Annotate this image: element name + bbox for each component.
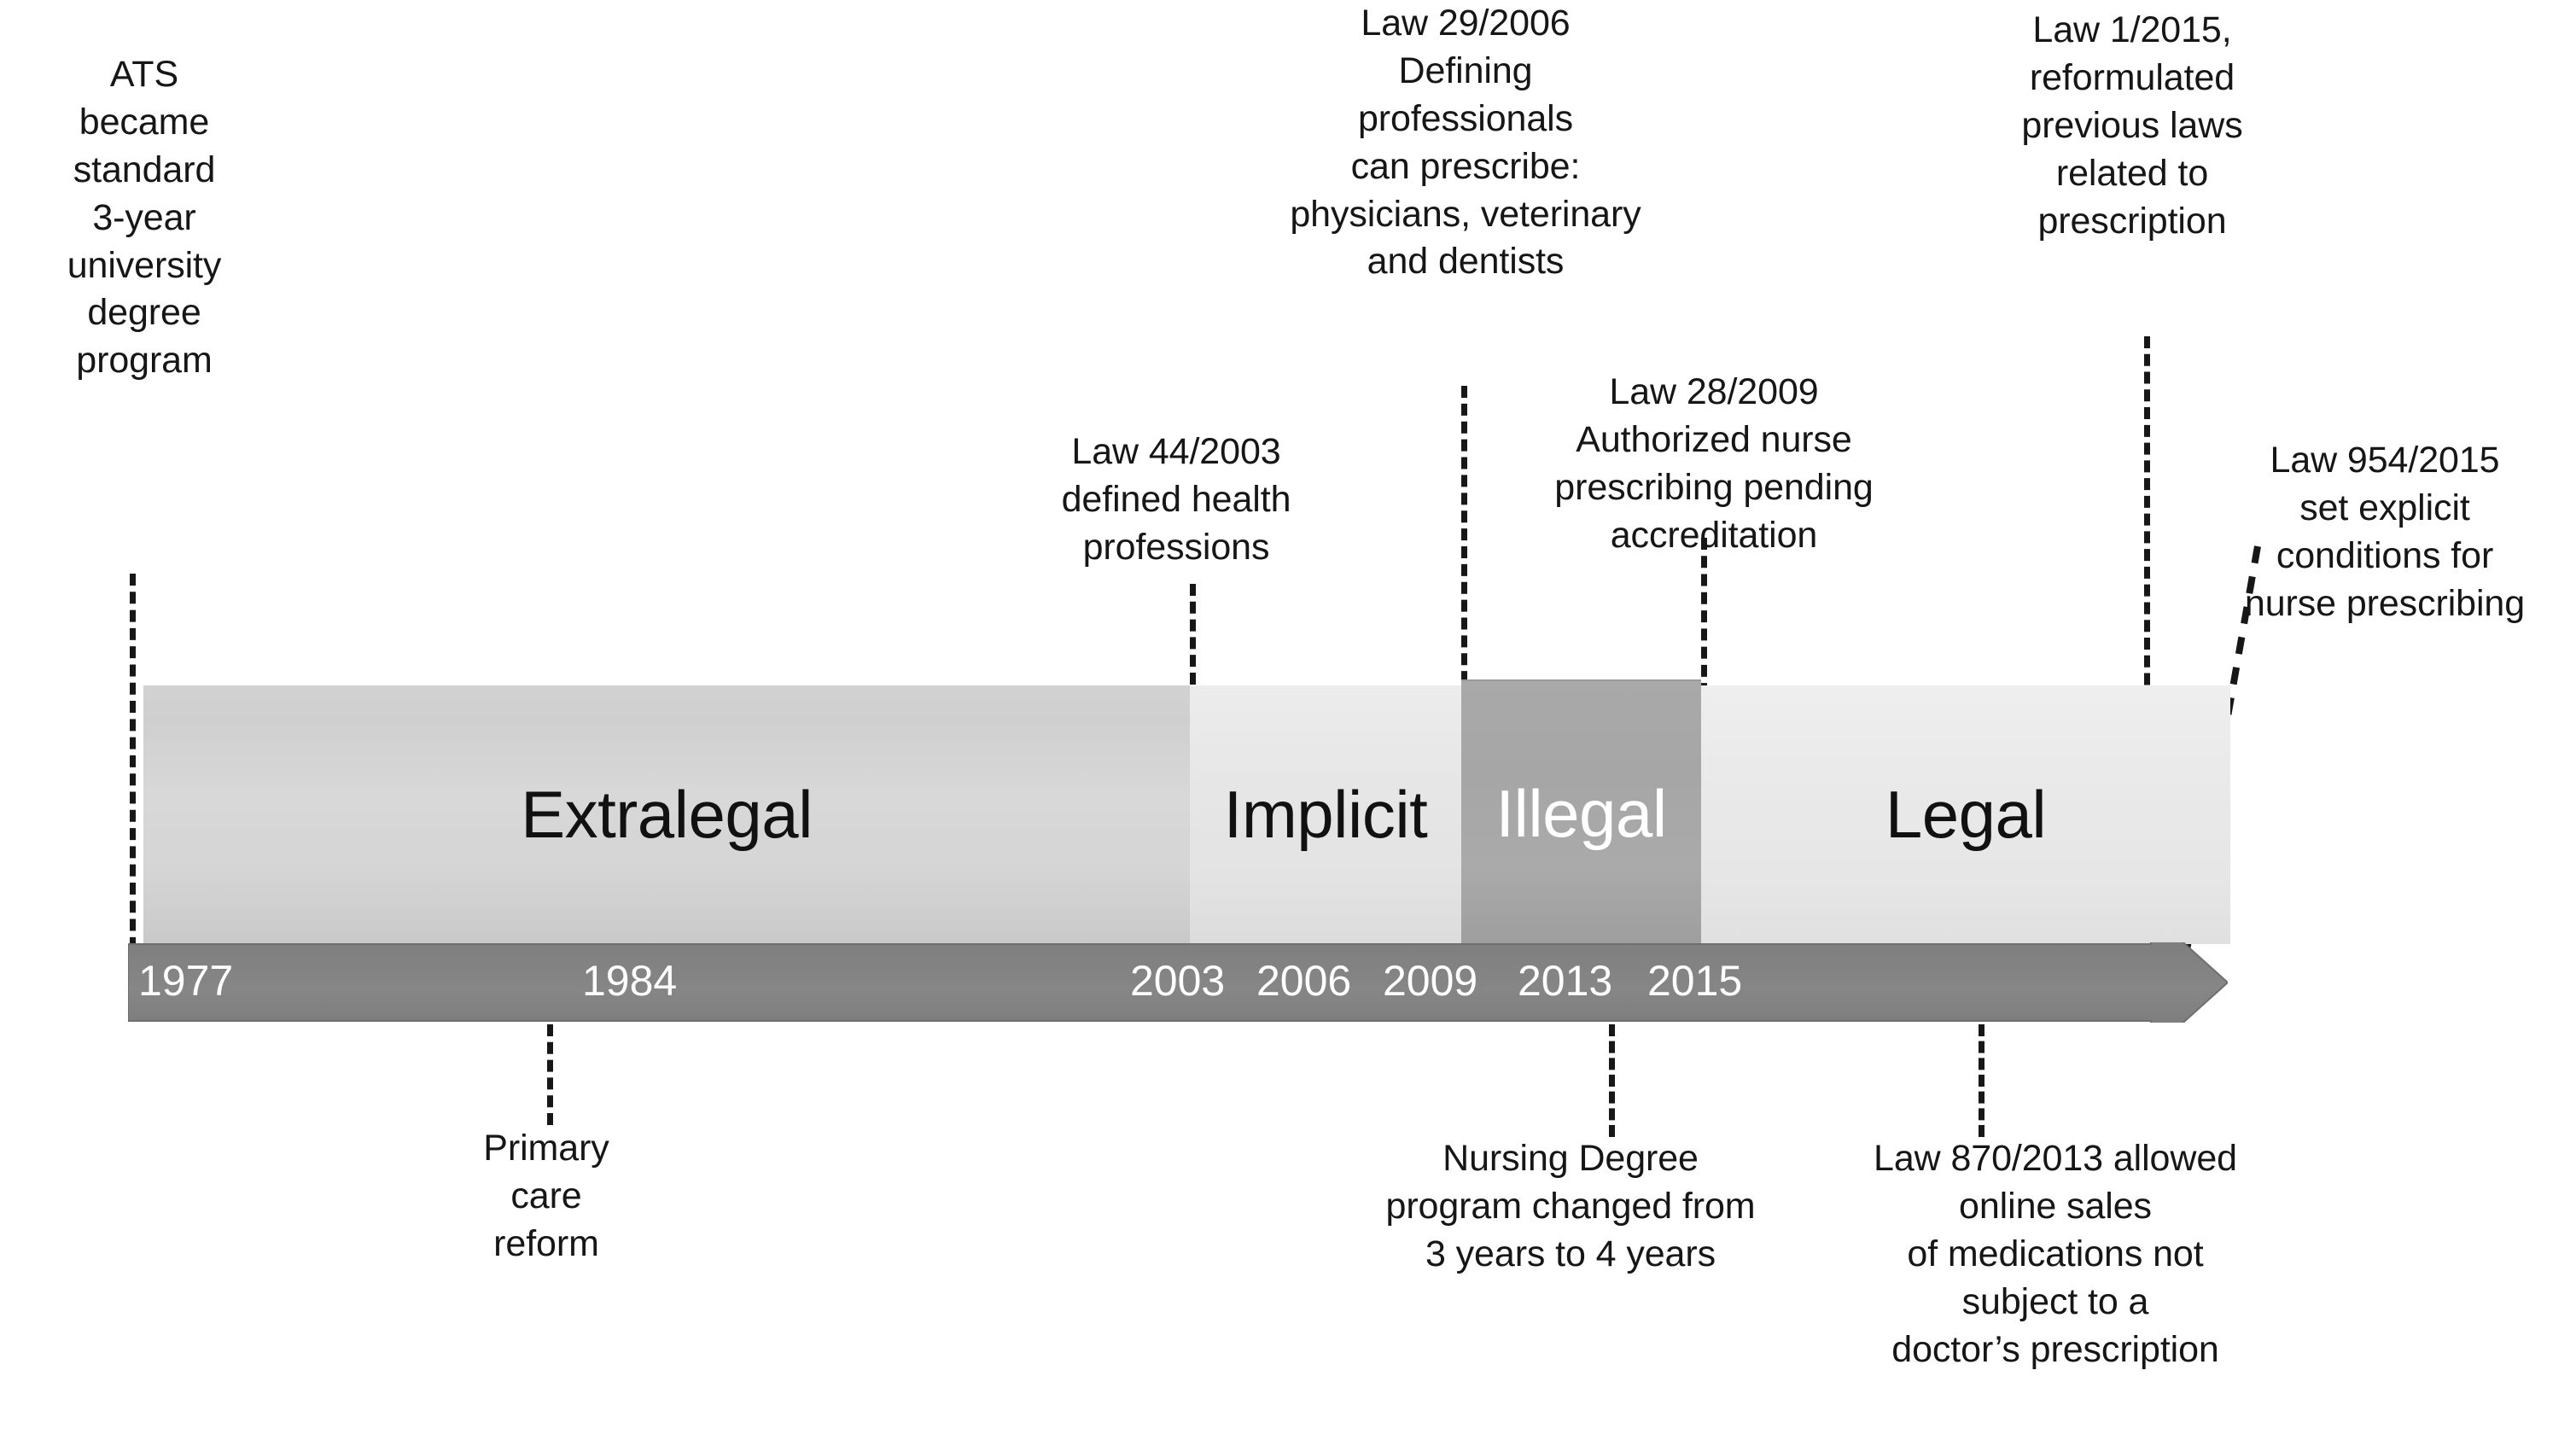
year-label-2006: 2006: [1256, 957, 1352, 1005]
annotation-law-28-2009: Law 28/2009 Authorized nurse prescribing…: [1554, 371, 1874, 556]
annotation-nursing-degree: Nursing Degree program changed from 3 ye…: [1385, 1138, 1756, 1274]
annotation-law-954-2015: Law 954/2015 set explicit conditions for…: [2244, 440, 2526, 624]
phase-band-extralegal: Extralegal: [143, 685, 1190, 944]
phase-band-illegal: Illegal: [1461, 679, 1701, 946]
annotation-primary-care-reform: Primary care reform: [483, 1128, 609, 1264]
leader-line-2015: [2144, 336, 2150, 1022]
annotation-law-29-2006: Law 29/2006 Defining professionals can p…: [1290, 3, 1641, 283]
year-label-1984: 1984: [582, 957, 678, 1005]
annotation-ats: ATS became standard 3-year university de…: [67, 54, 222, 382]
leader-line-2013: [1979, 1024, 1984, 1137]
phase-label-implicit: Implicit: [1223, 777, 1428, 852]
year-label-2015: 2015: [1647, 957, 1743, 1005]
leader-line-1977: [130, 574, 136, 1022]
annotation-law-870-2013: Law 870/2013 allowed online sales of med…: [1874, 1138, 2237, 1370]
phase-label-extralegal: Extralegal: [521, 777, 813, 852]
year-label-2013: 2013: [1518, 957, 1613, 1005]
phase-band-legal: Legal: [1701, 685, 2230, 944]
leader-line-nursing-degree: [1609, 1024, 1615, 1137]
phase-label-illegal: Illegal: [1495, 775, 1667, 851]
year-label-2009: 2009: [1383, 957, 1478, 1005]
leader-line-1984: [547, 1024, 553, 1125]
axis-year-labels: 1977 1984 2003 2006 2009 2013 2015: [128, 942, 2177, 1023]
phase-label-legal: Legal: [1885, 777, 2047, 852]
phase-band-implicit: Implicit: [1190, 685, 1461, 944]
annotation-law-44-2003: Law 44/2003 defined health professions: [1061, 431, 1291, 568]
year-label-1977: 1977: [138, 957, 234, 1005]
annotation-law-1-2015: Law 1/2015, reformulated previous laws r…: [2021, 9, 2243, 242]
year-label-2003: 2003: [1130, 957, 1226, 1005]
timeline-axis-arrow: [128, 942, 2228, 1023]
